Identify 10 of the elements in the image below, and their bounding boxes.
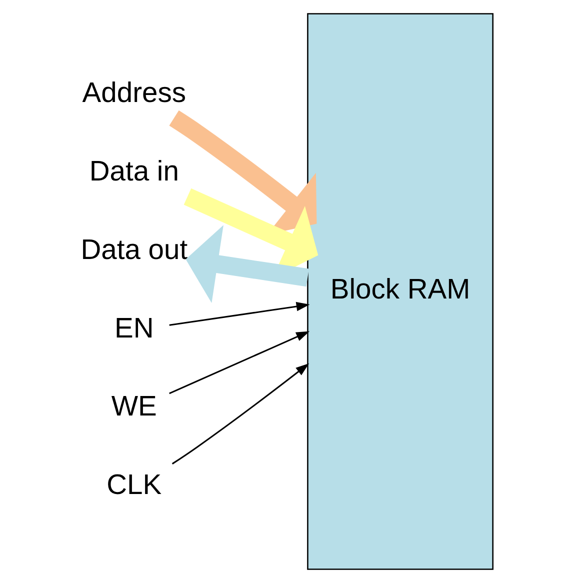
arrow [168,331,310,394]
arrow [168,302,310,326]
node-text: WE [110,390,156,422]
node-text: EN [114,311,154,344]
arrow [171,363,309,464]
node-text: CLK [106,468,162,500]
node-text: Data out [80,232,188,265]
node-text: Data in [88,154,178,186]
node-text: Address [82,76,186,108]
node-box: Block RAM [306,13,493,570]
